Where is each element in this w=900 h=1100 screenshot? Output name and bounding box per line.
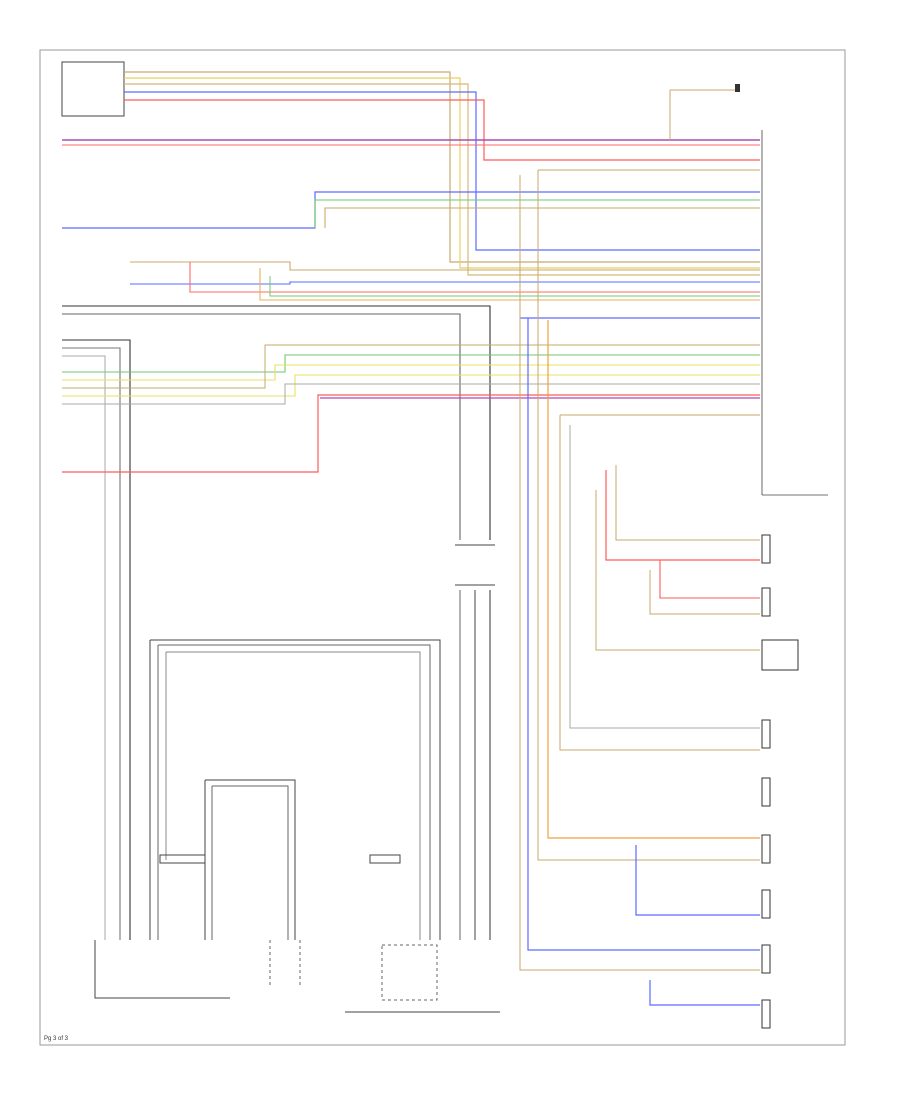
blue-wire <box>649 980 760 1006</box>
frame-label: Pg 3 of 3 <box>44 1036 69 1042</box>
orange-wire <box>259 268 760 301</box>
radio-module <box>61 61 125 117</box>
gray-wire <box>62 383 760 405</box>
tan-wire <box>615 465 760 541</box>
speaker-symbol <box>761 999 771 1029</box>
red-wire <box>605 470 760 561</box>
speaker-symbol <box>761 639 799 671</box>
right-speaker-group <box>761 534 799 1029</box>
tan-wire <box>124 83 760 276</box>
tan-wire <box>130 261 760 271</box>
connector-block <box>369 854 401 864</box>
antenna-ground <box>669 84 740 140</box>
speaker-symbol <box>761 834 771 864</box>
blue-wire <box>62 191 760 229</box>
yellow-wire <box>124 77 760 269</box>
orange-wire <box>547 320 760 839</box>
tan-wire <box>124 71 760 263</box>
blue-wire <box>635 845 760 916</box>
speaker-symbol <box>761 587 771 617</box>
tan-wire <box>595 490 760 651</box>
green-wire <box>62 354 760 373</box>
antenna-amplifier <box>455 544 495 940</box>
gray-wire <box>62 347 121 940</box>
left-lower-modules <box>94 639 500 1013</box>
speaker-symbol <box>761 719 771 749</box>
black-wire <box>62 339 131 940</box>
blue-wire <box>124 91 760 251</box>
red-wire <box>659 560 760 599</box>
speaker-symbol <box>761 777 771 807</box>
tan-wire <box>537 169 760 861</box>
gray-wire <box>569 425 760 729</box>
wire-bundle-top <box>62 71 760 276</box>
diagram-frame <box>39 49 846 1046</box>
green-wire <box>314 199 760 228</box>
tan-wire <box>519 175 760 971</box>
wire-bundle-right <box>519 169 760 1006</box>
main-connector <box>761 130 828 496</box>
red-wire <box>124 99 760 161</box>
wire-bundle-black <box>62 305 491 540</box>
blue-wire <box>527 318 760 951</box>
red-wire <box>189 262 760 293</box>
tan-wire <box>649 570 760 615</box>
speaker-symbol <box>761 889 771 919</box>
gray-wire <box>62 313 461 540</box>
yellow-wire <box>62 374 760 397</box>
yellow-wire <box>62 364 760 381</box>
tan-wire <box>62 344 760 389</box>
rear-coaxial-amplifier <box>381 944 438 1001</box>
tan-wire <box>559 414 760 751</box>
wire-bundle-mid <box>62 191 760 319</box>
red-wire <box>62 394 760 473</box>
green-wire <box>269 276 760 297</box>
tan-wire <box>324 207 760 228</box>
blue-wire <box>130 281 760 285</box>
white-wire <box>62 355 106 940</box>
speaker-symbol <box>761 944 771 974</box>
black-wire <box>62 305 491 540</box>
connector-block <box>159 854 206 864</box>
speaker-symbol <box>761 534 771 564</box>
